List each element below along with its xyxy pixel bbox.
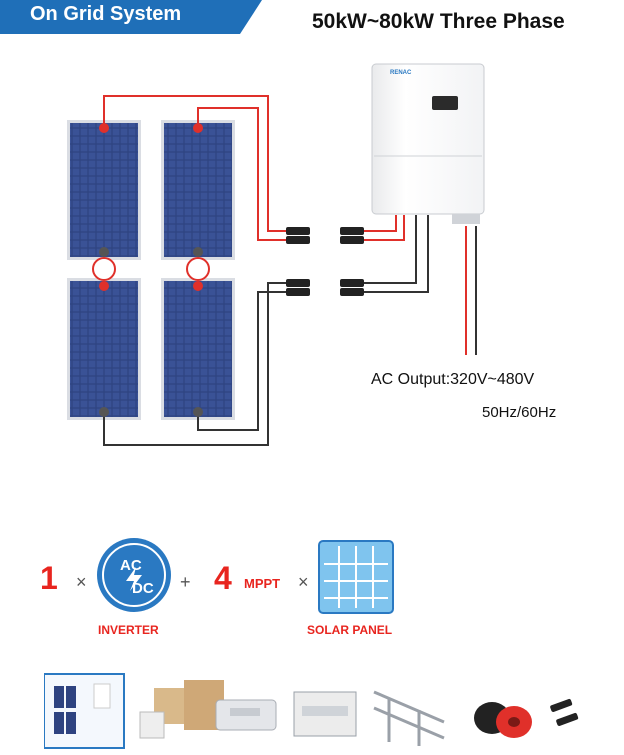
- mc4-connectors-right: [340, 227, 364, 296]
- dc-label: DC: [132, 580, 154, 597]
- mounting-rack-thumb: [373, 690, 445, 746]
- mppt-label: MPPT: [244, 576, 281, 591]
- negative-wires: [103, 215, 477, 446]
- inverter-unit: RENAC: [371, 63, 485, 224]
- terminal-positive-icons: [99, 123, 203, 291]
- inverter-brand: RENAC: [390, 70, 412, 76]
- mc4-connectors-left: [286, 227, 310, 296]
- frequency-label: 50Hz/60Hz: [482, 404, 557, 421]
- solar-panel-bottom-right: [161, 278, 235, 420]
- solar-panel-bottom-left: [67, 278, 141, 420]
- wiring-diagram: RENAC: [67, 63, 485, 446]
- distribution-box-thumb: [293, 691, 357, 737]
- solar-panel-top-right: [161, 120, 235, 260]
- inverter-display: [432, 96, 458, 110]
- inverter-box-thumb: [139, 680, 224, 739]
- positive-wires: [103, 95, 467, 355]
- page-title: 50kW~80kW Three Phase: [312, 10, 565, 33]
- times-sign-1: ×: [76, 572, 87, 592]
- accessory-thumbnails: [44, 673, 579, 749]
- system-diagram-thumb: [44, 673, 125, 749]
- solar-panel-top-left: [67, 120, 141, 260]
- ac-dc-icon: AC DC: [97, 538, 171, 612]
- inverter-count: 1: [40, 560, 58, 596]
- cable-reel-thumb: [474, 702, 532, 738]
- series-links: [92, 257, 210, 281]
- mc4-connector-thumb: [550, 698, 579, 726]
- header-banner: On Grid System: [0, 0, 262, 34]
- mppt-count: 4: [214, 560, 232, 596]
- terminal-negative-icons: [99, 247, 203, 417]
- plus-sign: +: [180, 572, 191, 592]
- combiner-box-thumb: [215, 699, 277, 731]
- solar-panel-caption: SOLAR PANEL: [307, 623, 393, 637]
- times-sign-2: ×: [298, 572, 309, 592]
- inverter-caption: INVERTER: [98, 623, 159, 637]
- solar-panel-icon: [318, 540, 394, 614]
- ac-output-label: AC Output:320V~480V: [371, 371, 535, 388]
- banner-label: On Grid System: [30, 3, 182, 25]
- ac-label: AC: [120, 557, 142, 574]
- banner-shape: [0, 0, 262, 34]
